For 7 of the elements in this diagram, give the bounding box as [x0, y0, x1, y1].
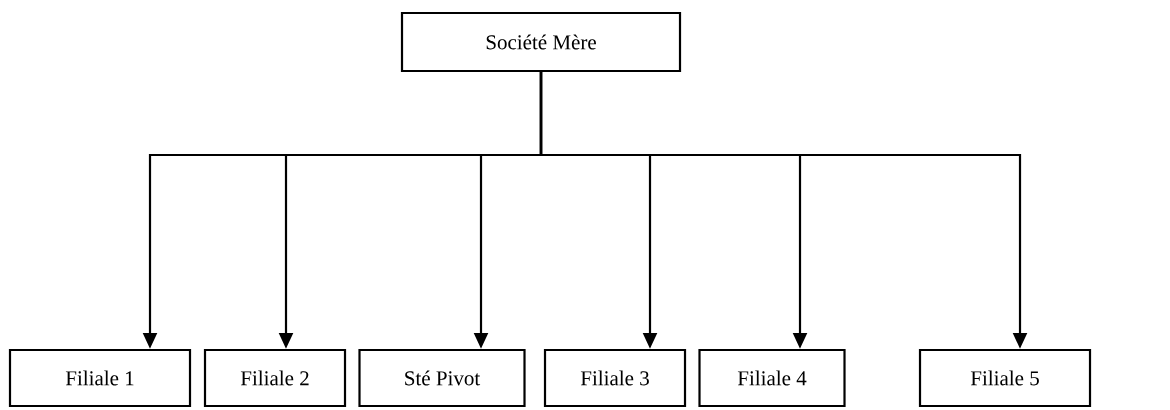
entity-box: Filiale 5: [918, 348, 1092, 408]
entity-box: Filiale 4: [698, 348, 846, 408]
entity-box: Société Mère: [400, 11, 682, 73]
entity-box: Filiale 1: [8, 348, 192, 408]
entity-box: Filiale 3: [543, 348, 687, 408]
entity-box: Sté Pivot: [358, 348, 526, 408]
entity-box: Filiale 2: [203, 348, 347, 408]
